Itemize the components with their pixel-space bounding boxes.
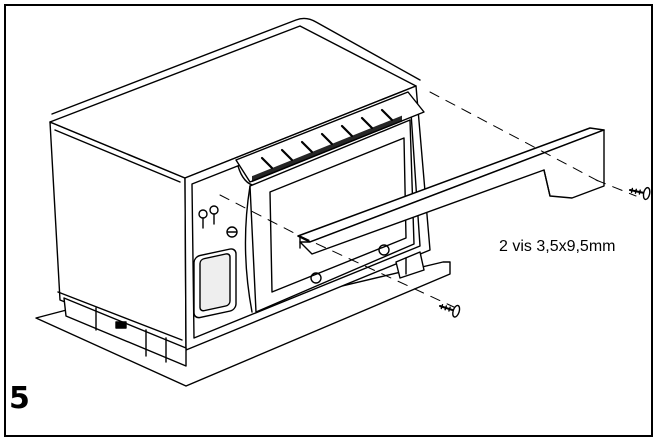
vent-housing: [235, 91, 425, 183]
hood-hole-left: [310, 272, 322, 284]
screw-upper: [629, 186, 651, 201]
rear-fuse: [226, 226, 238, 238]
screw-spec-label: 2 vis 3,5x9,5mm: [499, 238, 616, 255]
step-number: 5: [9, 381, 30, 416]
unit-top-edge: [51, 17, 421, 115]
screw-lower: [439, 304, 461, 318]
plinth-connector: [115, 321, 127, 329]
front-hood: [249, 119, 415, 313]
deflector-face: [299, 129, 605, 255]
alignment-lines: [219, 91, 637, 309]
vent-slats: [260, 108, 394, 170]
hood-hole-right: [378, 244, 390, 256]
